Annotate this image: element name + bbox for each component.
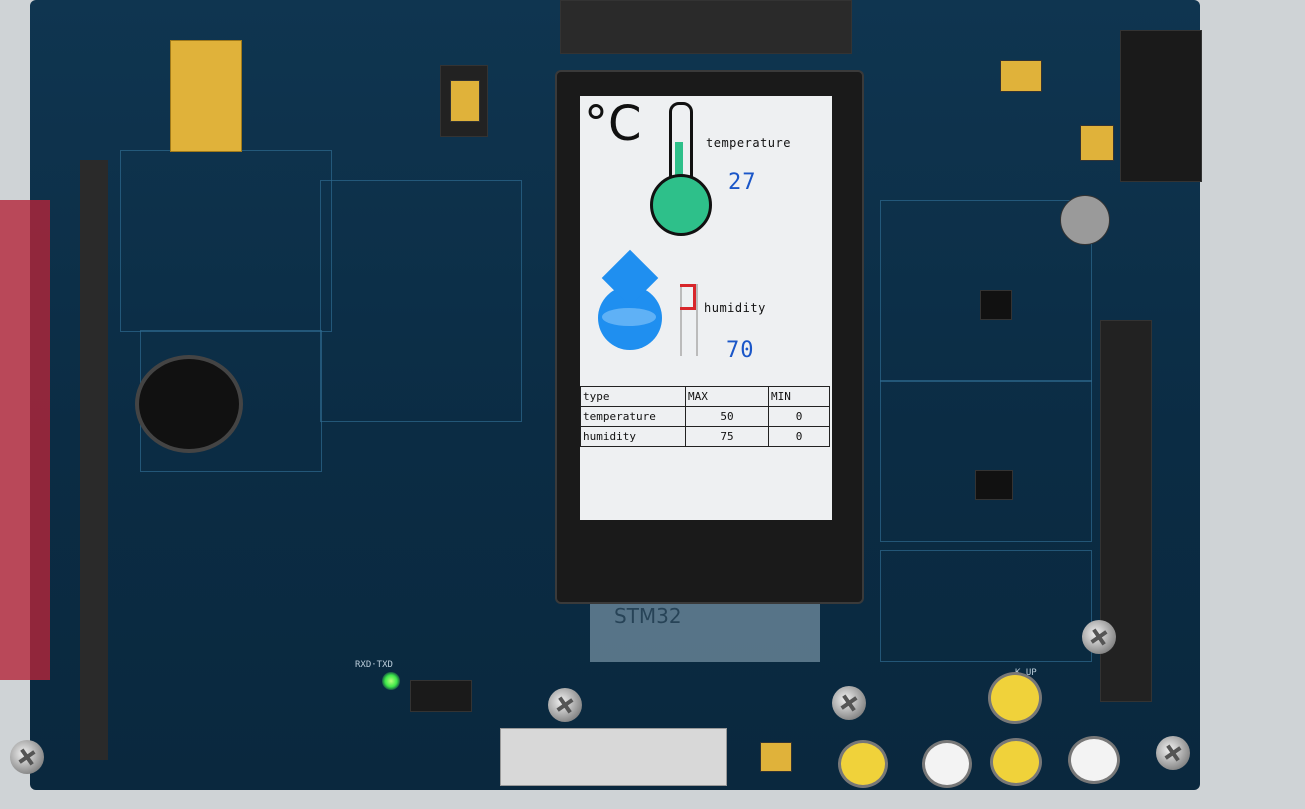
module-brand: STM32 xyxy=(614,604,682,628)
ic-chip xyxy=(975,470,1013,500)
table-row: humidity 75 0 xyxy=(580,426,830,447)
screw xyxy=(832,686,866,720)
humidity-gauge-marker xyxy=(680,284,696,310)
red-cable xyxy=(0,200,50,680)
connector xyxy=(1120,30,1202,182)
component xyxy=(760,742,792,772)
white-connector xyxy=(500,728,727,786)
power-led xyxy=(382,672,400,690)
thermometer-fill xyxy=(675,142,683,192)
ic-chip xyxy=(980,290,1012,320)
key-button[interactable] xyxy=(922,740,972,788)
temperature-value: 27 xyxy=(728,170,757,195)
row-type: temperature xyxy=(580,406,686,427)
row-type: humidity xyxy=(580,426,686,447)
module-label: STM32 xyxy=(590,600,820,662)
water-drop-highlight xyxy=(602,308,656,326)
side-header xyxy=(1100,320,1152,702)
key-up-label: K_UP xyxy=(1015,668,1037,678)
table-row: temperature 50 0 xyxy=(580,406,830,427)
range-table: type MAX MIN temperature 50 0 humidity 7… xyxy=(580,386,830,447)
board-region xyxy=(880,380,1092,542)
header-type: type xyxy=(580,386,686,407)
board-region xyxy=(880,550,1092,662)
lcd-screen: °C temperature 27 humidity 70 type MAX M… xyxy=(580,96,832,520)
key-button[interactable] xyxy=(838,740,888,788)
header-min: MIN xyxy=(768,386,830,407)
board-region xyxy=(320,180,522,422)
screw xyxy=(1082,620,1116,654)
temperature-label: temperature xyxy=(706,136,791,150)
speaker xyxy=(135,355,243,453)
screw xyxy=(10,740,44,774)
celsius-icon: °C xyxy=(584,96,642,152)
row-max: 75 xyxy=(685,426,769,447)
reset-button[interactable] xyxy=(1068,736,1120,784)
board-region xyxy=(880,200,1092,382)
board-region xyxy=(120,150,332,332)
row-min: 0 xyxy=(768,406,830,427)
row-min: 0 xyxy=(768,426,830,447)
pin-header xyxy=(560,0,852,54)
screw xyxy=(1156,736,1190,770)
silkscreen-text: RXD·TXD xyxy=(355,660,393,670)
row-max: 50 xyxy=(685,406,769,427)
thermometer-bulb-icon xyxy=(650,174,712,236)
humidity-value: 70 xyxy=(726,338,755,363)
connector xyxy=(410,680,472,712)
switch-knob xyxy=(450,80,480,122)
humidity-label: humidity xyxy=(704,301,766,315)
humidity-gauge-icon xyxy=(680,284,698,356)
component xyxy=(1000,60,1042,92)
component xyxy=(1080,125,1114,161)
screw xyxy=(548,688,582,722)
header-max: MAX xyxy=(685,386,769,407)
table-header-row: type MAX MIN xyxy=(580,386,830,407)
left-header xyxy=(80,160,108,760)
pin-header-yellow xyxy=(170,40,242,152)
key-up-button[interactable] xyxy=(988,672,1042,724)
key-button[interactable] xyxy=(990,738,1042,786)
buzzer xyxy=(1060,195,1110,245)
